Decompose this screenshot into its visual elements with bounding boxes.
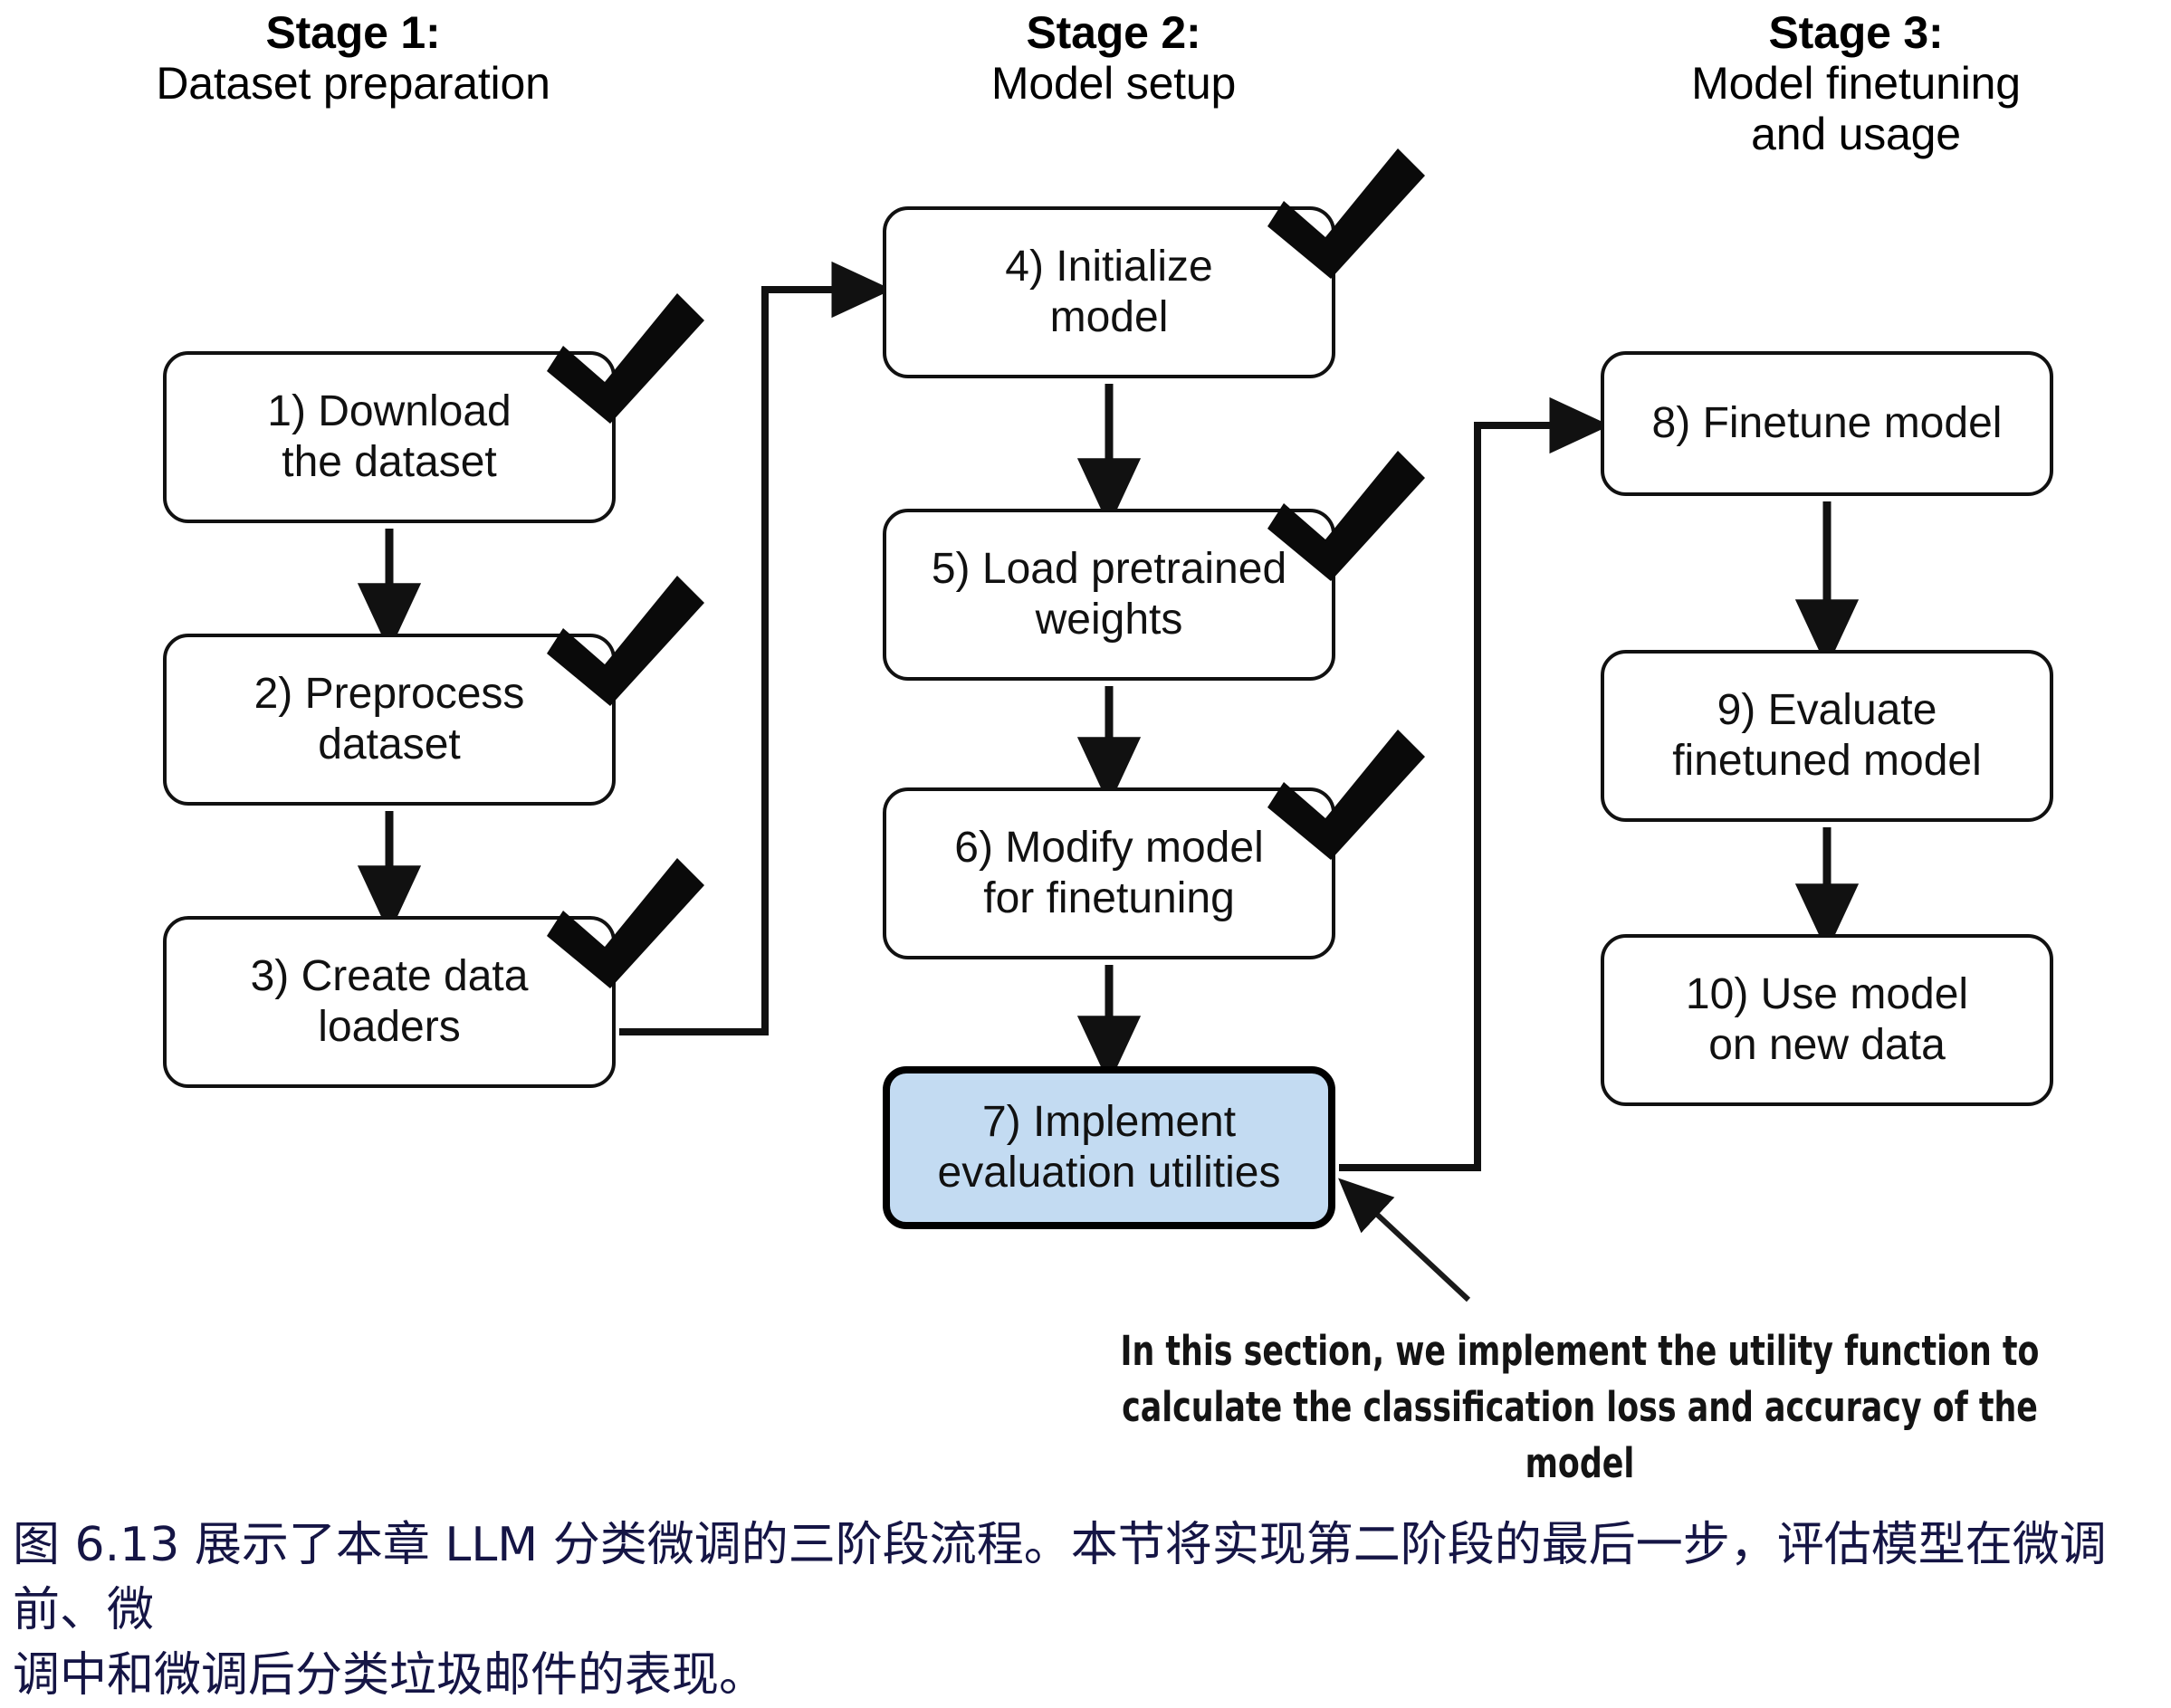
stage-1-subtitle: Dataset preparation — [156, 58, 550, 109]
connector-layer — [357, 261, 1860, 1302]
figure-caption: 图 6.13 展示了本章 LLM 分类微调的三阶段流程。本节将实现第二阶段的最后… — [13, 1518, 2107, 1703]
stage-3-number: Stage 3: — [1768, 7, 1944, 58]
stage-1-header: Stage 1: Dataset preparation — [36, 7, 670, 109]
stage-3-subtitle: Model finetuning and usage — [1691, 58, 2021, 159]
flow-step-4-initialize-model[interactable]: 4) Initialize model — [883, 206, 1335, 378]
annotation-text: In this section, we implement the utilit… — [1120, 1327, 2040, 1488]
stage-1-number: Stage 1: — [265, 7, 441, 58]
stage-3-header: Stage 3: Model finetuning and usage — [1539, 7, 2171, 159]
stage-2-number: Stage 2: — [1026, 7, 1201, 58]
arrow-box3-to-box4 — [619, 261, 893, 1035]
arrow-box7-to-box8 — [1339, 396, 1611, 1171]
flow-step-3-create-data-loaders[interactable]: 3) Create data loaders — [163, 916, 616, 1088]
flow-step-9-evaluate-finetuned-model[interactable]: 9) Evaluate finetuned model — [1601, 650, 2053, 822]
flow-step-1-download-the-dataset[interactable]: 1) Download the dataset — [163, 351, 616, 523]
stage-2-header: Stage 2: Model setup — [797, 7, 1430, 109]
flow-step-6-modify-model-for-finetuning[interactable]: 6) Modify model for finetuning — [883, 787, 1335, 959]
flow-step-2-preprocess-dataset[interactable]: 2) Preprocess dataset — [163, 634, 616, 806]
diagram-canvas: Stage 1: Dataset preparation Stage 2: Mo… — [13, 7, 2171, 1703]
annotation-pointer-arrow — [1338, 1178, 1471, 1302]
flow-step-7-implement-evaluation-utilities[interactable]: 7) Implement evaluation utilities — [883, 1066, 1335, 1229]
stage-2-subtitle: Model setup — [990, 58, 1237, 109]
flow-step-8-finetune-model[interactable]: 8) Finetune model — [1601, 351, 2053, 496]
flow-step-5-load-pretrained-weights[interactable]: 5) Load pretrained weights — [883, 509, 1335, 681]
flow-step-10-use-model-on-new-data[interactable]: 10) Use model on new data — [1601, 934, 2053, 1106]
